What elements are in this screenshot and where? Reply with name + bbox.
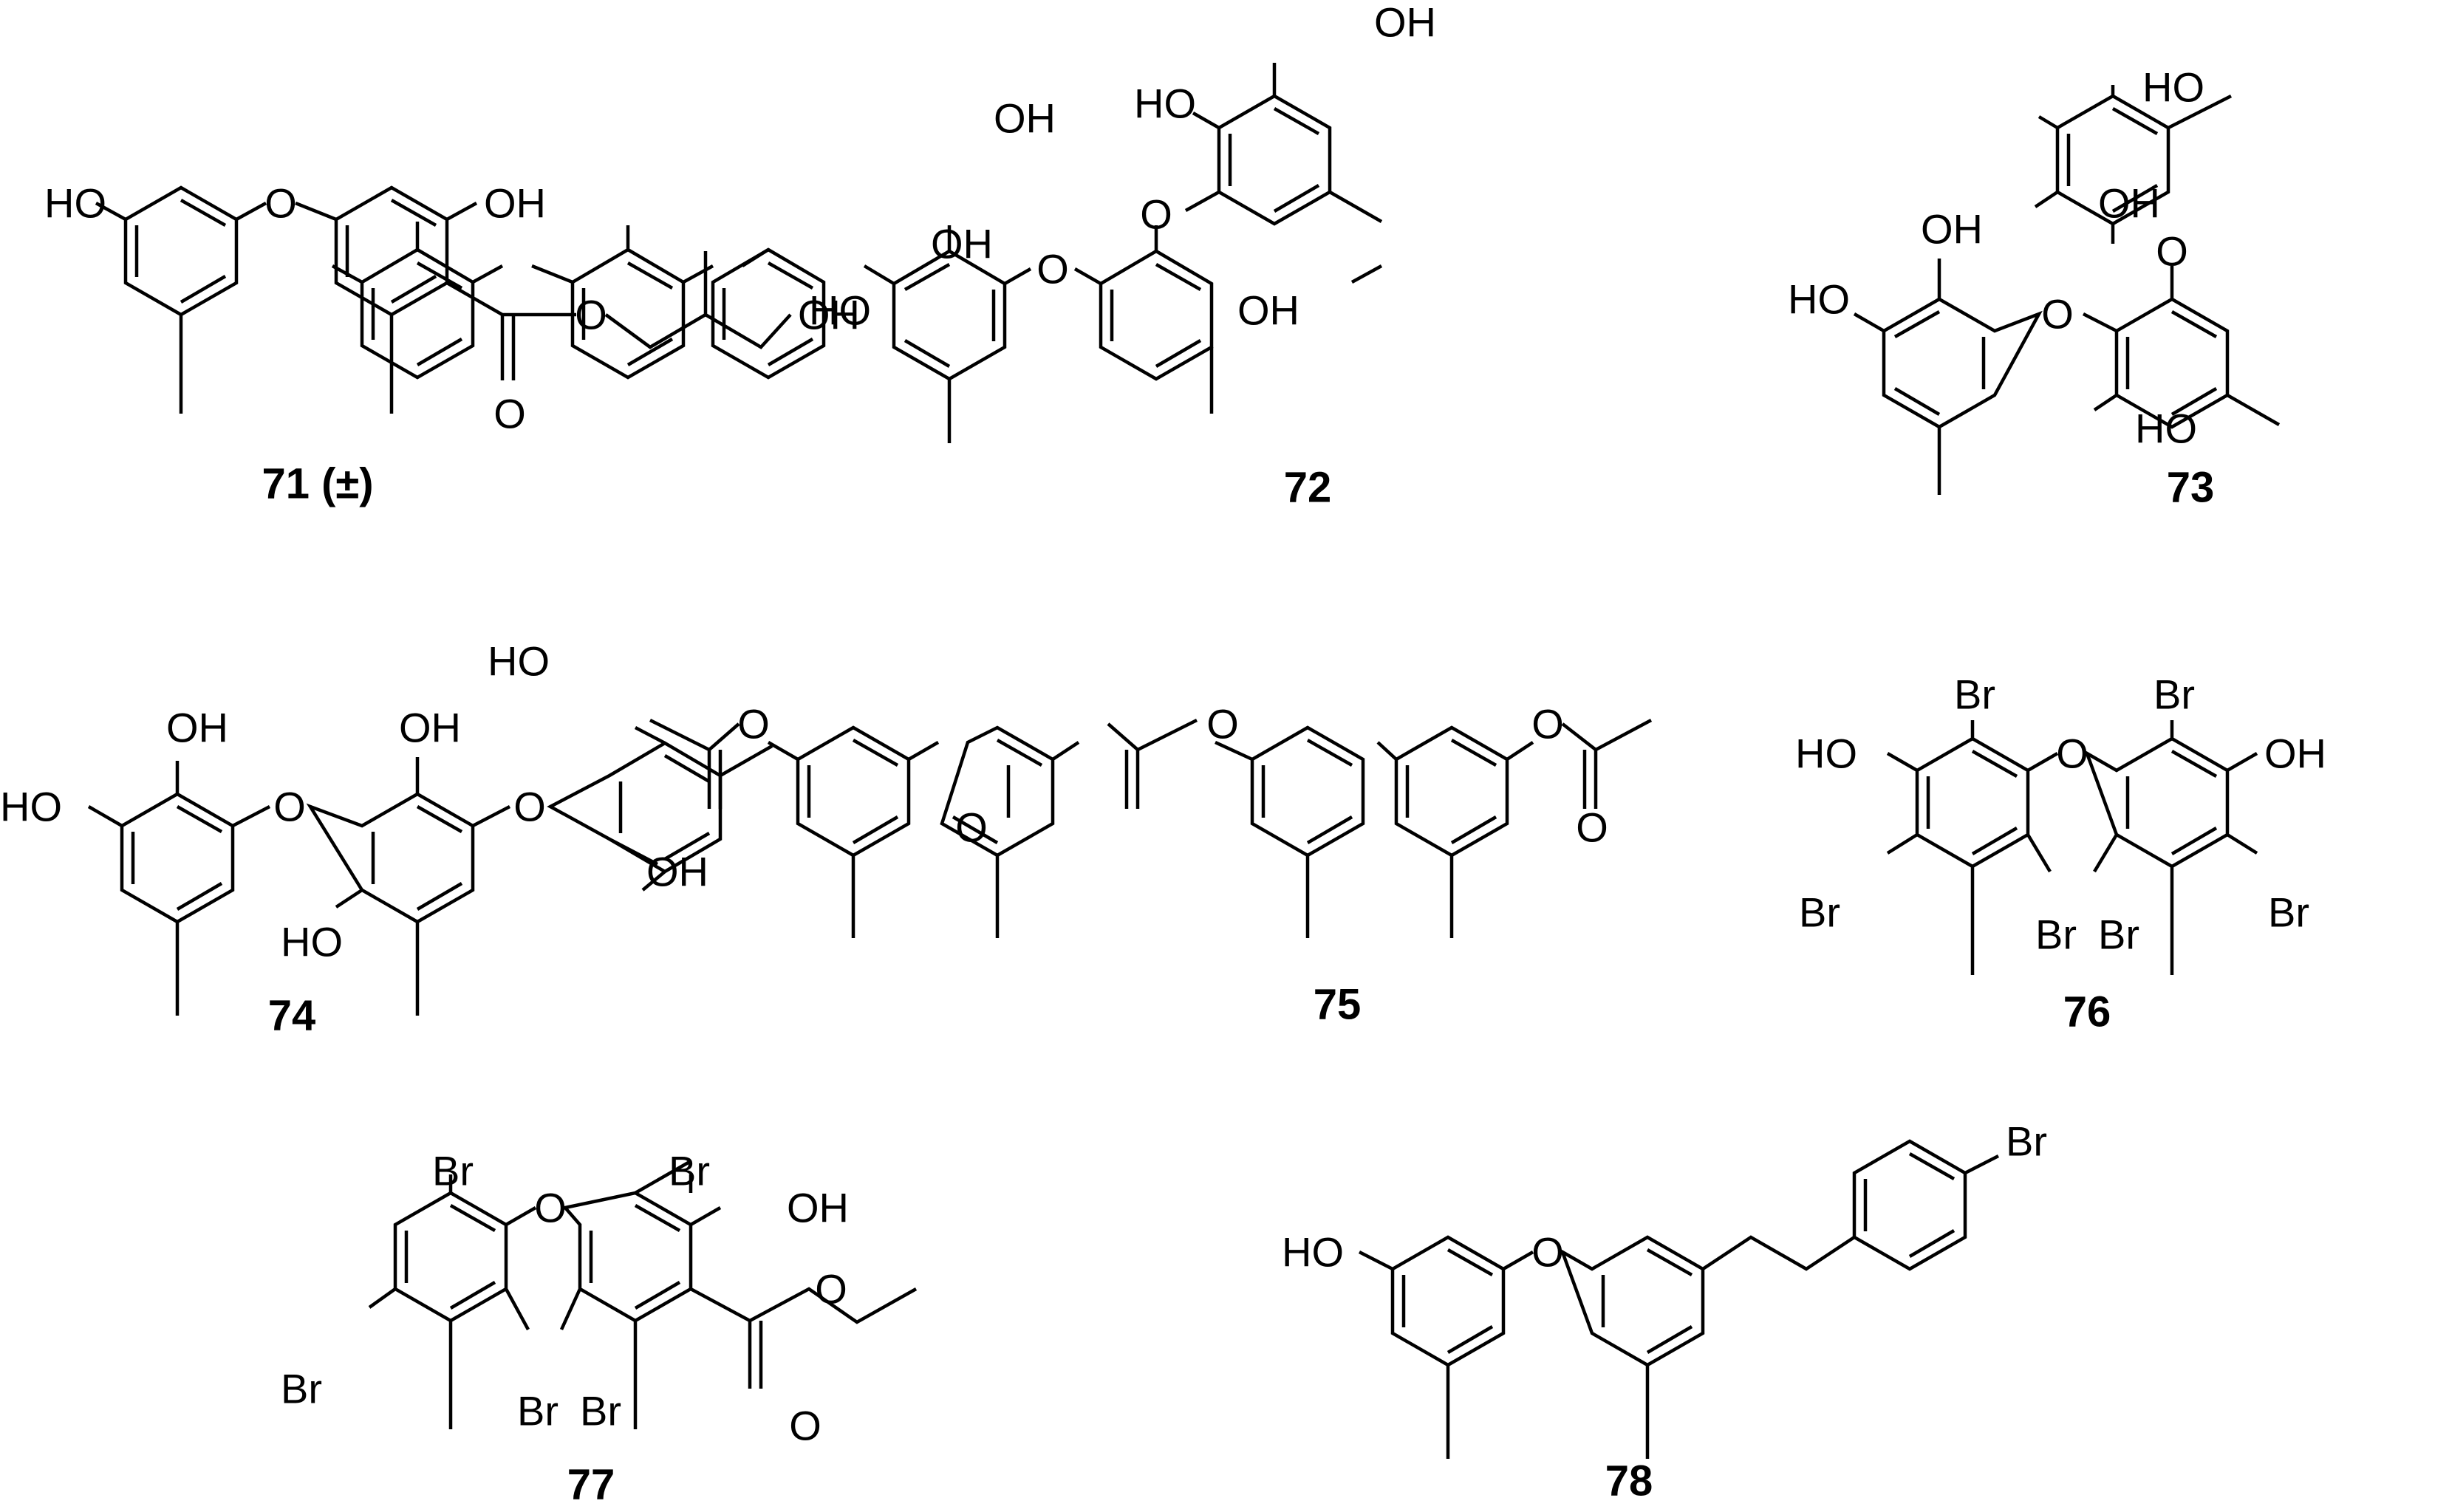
bromine-label: Br bbox=[2268, 889, 2309, 936]
compound-72-label: 72 bbox=[1284, 464, 1332, 512]
oxygen-label: O bbox=[493, 391, 526, 437]
oxygen-label: O bbox=[264, 180, 297, 227]
compound-74: OH HO O OH HO O HO OH 74 bbox=[0, 638, 773, 1040]
bromine-label: Br bbox=[432, 1148, 474, 1194]
oxygen-label: O bbox=[2156, 228, 2188, 275]
bromine-label: Br bbox=[1799, 889, 1840, 936]
oxygen-label: O bbox=[1140, 191, 1172, 238]
oxygen-label: O bbox=[2041, 291, 2074, 338]
bromine-label: Br bbox=[517, 1388, 559, 1434]
compound-77: Br O Br OH Br Br Br O O 77 bbox=[281, 1148, 918, 1509]
hydroxyl-label: OH bbox=[798, 292, 860, 338]
compound-78-label: 78 bbox=[1605, 1457, 1653, 1505]
hydroxyl-label: HO bbox=[1282, 1229, 1344, 1276]
oxygen-label: O bbox=[955, 804, 988, 851]
compound-76-label: 76 bbox=[2063, 988, 2111, 1036]
hydroxyl-label: HO bbox=[1788, 276, 1850, 323]
compound-75-label: 75 bbox=[1314, 981, 1362, 1029]
hydroxyl-label: OH bbox=[1374, 0, 1436, 46]
hydroxyl-label: OH bbox=[484, 180, 546, 227]
hydroxyl-label: OH bbox=[787, 1185, 849, 1231]
oxygen-label: O bbox=[1036, 246, 1069, 293]
hydroxyl-label: HO bbox=[1795, 731, 1857, 777]
bromine-label: Br bbox=[2098, 911, 2139, 958]
hydroxyl-label: HO bbox=[44, 180, 106, 227]
bromine-label: Br bbox=[2006, 1118, 2047, 1165]
hydroxyl-label: HO bbox=[281, 919, 343, 965]
compound-76: Br HO Br O Br Br Br OH Br 76 bbox=[1795, 671, 2326, 1036]
oxygen-label: O bbox=[2056, 731, 2088, 777]
oxygen-label: O bbox=[789, 1403, 822, 1449]
compound-72-structure: O O OH OH HO OH HO bbox=[809, 0, 1436, 443]
compound-73: HO OH HO O O OH HO 73 bbox=[1788, 64, 2281, 512]
oxygen-label: O bbox=[1531, 701, 1564, 748]
oxygen-label: O bbox=[513, 784, 546, 830]
hydroxyl-label: OH bbox=[931, 221, 993, 267]
oxygen-label: O bbox=[575, 292, 607, 338]
bromine-label: Br bbox=[580, 1388, 621, 1434]
hydroxyl-label: HO bbox=[2142, 64, 2204, 111]
bromine-label: Br bbox=[281, 1366, 322, 1412]
oxygen-label: O bbox=[815, 1266, 847, 1313]
oxygen-label: O bbox=[534, 1185, 567, 1231]
bromine-label: Br bbox=[1954, 671, 1995, 718]
bromine-label: Br bbox=[669, 1148, 710, 1194]
hydroxyl-label: OH bbox=[1921, 206, 1983, 253]
hydroxyl-label: OH bbox=[2098, 180, 2160, 227]
compound-71-label: 71 (±) bbox=[262, 460, 373, 508]
compound-77-label: 77 bbox=[567, 1461, 615, 1509]
compound-75: O O O O O 75 bbox=[649, 701, 1653, 1029]
oxygen-label: O bbox=[273, 784, 306, 830]
hydroxyl-label: HO bbox=[1134, 81, 1196, 127]
hydroxyl-label: OH bbox=[646, 849, 708, 895]
hydroxyl-label: OH bbox=[166, 705, 228, 751]
hydroxyl-label: OH bbox=[399, 705, 461, 751]
hydroxyl-label: HO bbox=[2135, 406, 2197, 452]
oxygen-label: O bbox=[737, 701, 770, 748]
compound-74-label: 74 bbox=[268, 992, 316, 1040]
hydroxyl-label: HO bbox=[809, 287, 871, 334]
hydroxyl-label: OH bbox=[994, 95, 1056, 142]
oxygen-label: O bbox=[1531, 1229, 1564, 1276]
oxygen-label: O bbox=[1206, 701, 1239, 748]
oxygen-label: O bbox=[1576, 804, 1608, 851]
bromine-label: Br bbox=[2035, 911, 2077, 958]
compound-72: OH 72 bbox=[331, 95, 1383, 512]
bromine-label: Br bbox=[2153, 671, 2195, 718]
hydroxyl-label: HO bbox=[0, 784, 62, 830]
hydroxyl-label: HO bbox=[488, 638, 550, 685]
compound-78: HO O Br 78 bbox=[1282, 1118, 2047, 1505]
hydroxyl-label: OH bbox=[2264, 731, 2326, 777]
hydroxyl-label: OH bbox=[1237, 287, 1299, 334]
compound-73-label: 73 bbox=[2167, 464, 2215, 512]
